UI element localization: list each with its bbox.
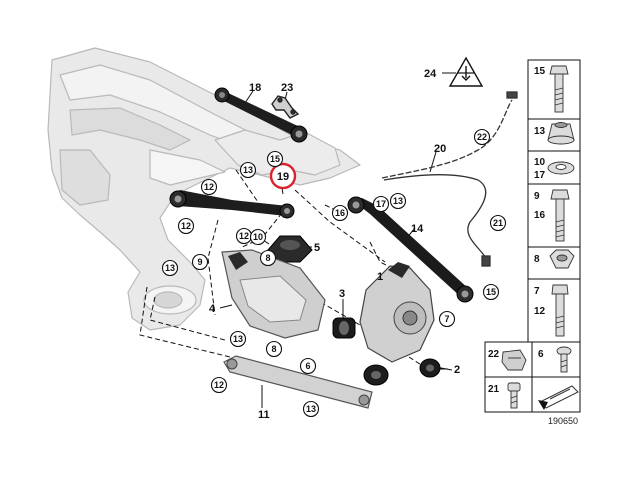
callout-20: 20 <box>434 143 446 155</box>
bush-3 <box>332 317 356 339</box>
legend-6: 6 <box>538 349 544 360</box>
callout-6: 6 <box>305 361 310 371</box>
callout-13-toe: 13 <box>393 196 403 206</box>
callout-8-upper: 8 <box>265 253 270 263</box>
callout-3: 3 <box>339 288 345 300</box>
pan-screw-icon <box>556 346 572 373</box>
legend-13: 13 <box>534 126 546 137</box>
cap-screw-icon <box>507 382 521 409</box>
legend-17: 17 <box>534 170 546 181</box>
carrier-bush-lower <box>363 364 389 386</box>
legend-21: 21 <box>488 384 500 395</box>
callout-23: 23 <box>281 82 293 94</box>
washer-icon <box>547 161 575 175</box>
callout-17: 17 <box>376 199 386 209</box>
callout-9: 9 <box>197 257 202 267</box>
callout-19: 19 <box>277 171 289 183</box>
hex-bolt-icon <box>551 284 569 337</box>
callout-4: 4 <box>209 303 216 315</box>
arrow-shim-icon <box>538 385 579 410</box>
callout-12-mid: 12 <box>239 231 249 241</box>
clip-icon <box>501 349 527 371</box>
legend-7: 7 <box>534 286 540 297</box>
callout-11: 11 <box>258 409 270 421</box>
flange-bolt-icon <box>549 65 569 113</box>
callout-13-top: 13 <box>243 165 253 175</box>
callout-12-left: 12 <box>181 221 191 231</box>
circled-callouts <box>161 128 507 418</box>
sensor-cable-20 <box>381 91 518 267</box>
carrier-bush-2 <box>419 358 441 378</box>
toe-link-14 <box>347 196 474 303</box>
callout-21: 21 <box>493 218 503 228</box>
legend-16: 16 <box>534 210 546 221</box>
hex-nut-icon <box>549 249 575 269</box>
callout-8-lower: 8 <box>271 344 276 354</box>
callout-12-camber: 12 <box>204 182 214 192</box>
callout-13-lower: 13 <box>233 334 243 344</box>
legend-15: 15 <box>534 66 546 77</box>
callout-14: 14 <box>411 223 424 235</box>
lower-control-arm-4 <box>221 249 326 339</box>
high-voltage-warning-icon <box>448 56 484 87</box>
callout-15-top: 15 <box>270 154 280 164</box>
callout-12-strut: 12 <box>214 380 224 390</box>
wheel-carrier-1 <box>359 262 435 363</box>
callout-13-left: 13 <box>165 263 175 273</box>
tension-strut-11 <box>223 355 373 409</box>
legend-22: 22 <box>488 349 500 360</box>
callout-24: 24 <box>424 68 437 80</box>
legend-8: 8 <box>534 254 540 265</box>
callout-5: 5 <box>314 242 320 254</box>
sensor-bracket-23 <box>271 95 300 119</box>
long-bolt-icon <box>550 189 570 242</box>
callout-18: 18 <box>249 82 261 94</box>
upper-control-arm-18 <box>214 87 308 143</box>
diagram-reference-number: 190650 <box>548 416 578 426</box>
callout-16: 16 <box>335 208 345 218</box>
extra-13-callout: 13 <box>0 0 10 2</box>
legend-9: 9 <box>534 191 540 202</box>
lower-arm-9-callout: 9 <box>191 253 209 271</box>
callout-2: 2 <box>454 364 460 376</box>
callout-1: 1 <box>377 271 383 283</box>
circled-callout-labels: 22 21 15 15 16 17 13 13 12 12 13 12 10 8… <box>165 132 503 414</box>
camber-arm-19 <box>169 190 295 219</box>
callout-22: 22 <box>477 132 487 142</box>
legend-labels: 15 13 10 17 9 16 8 7 12 22 21 6 <box>488 66 546 395</box>
callout-13-strut: 13 <box>306 404 316 414</box>
callout-15-right: 15 <box>486 287 496 297</box>
highlighted-callout-19: 19 <box>269 162 297 190</box>
legend-10: 10 <box>534 157 546 168</box>
legend-12: 12 <box>534 306 546 317</box>
callout-10: 10 <box>253 232 263 242</box>
large-callouts: 18 23 24 20 14 5 4 3 1 11 2 <box>209 68 460 421</box>
callout-7: 7 <box>444 314 449 324</box>
collar-nut-icon <box>547 122 575 145</box>
